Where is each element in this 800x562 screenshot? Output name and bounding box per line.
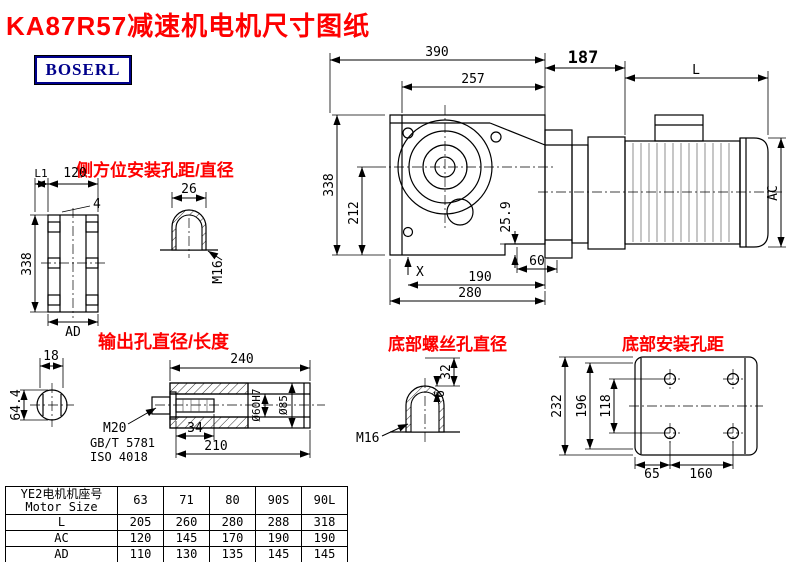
cell: 170 xyxy=(209,530,256,547)
table-row-AD: AD 110 130 135 145 145 xyxy=(5,546,348,562)
table-header-row: YE2电机机座号 Motor Size 63 71 80 90S 90L xyxy=(5,486,348,515)
dim-l1: L1 xyxy=(34,167,47,180)
dim-65: 65 xyxy=(644,467,660,482)
dim-base-width: 280 xyxy=(458,286,481,301)
dim-flange-width: 187 xyxy=(568,48,599,68)
standard-iso: ISO 4018 xyxy=(90,450,148,464)
dim-bore: Ø60H7 xyxy=(250,388,263,421)
side-mount-drawing: L1 120 4 338 AD 26 M16 xyxy=(20,166,226,340)
motor-size-table: YE2电机机座号 Motor Size 63 71 80 90S 90L L 2… xyxy=(5,486,348,562)
standard-gb: GB/T 5781 xyxy=(90,436,155,450)
cell: 280 xyxy=(209,514,256,531)
dim-240: 240 xyxy=(230,352,253,367)
dim-232: 232 xyxy=(550,394,565,417)
dim-m16-side: M16 xyxy=(211,260,226,283)
bolt-shank xyxy=(175,398,215,413)
bottom-screw-drawing: 32 6 M16 xyxy=(356,357,460,446)
dim-120: 120 xyxy=(63,166,86,181)
table-header-en: Motor Size xyxy=(25,499,98,514)
label-bottom-screw: 底部螺丝孔直径 xyxy=(388,335,507,354)
dim-210: 210 xyxy=(204,439,227,454)
washer xyxy=(169,391,177,420)
table-row-L: L 205 260 280 288 318 xyxy=(5,514,348,531)
cell: 318 xyxy=(301,514,348,531)
gearbox-outline xyxy=(376,105,555,256)
hollow-shaft-section xyxy=(151,382,325,429)
dim-top-width: 390 xyxy=(425,45,448,60)
cell: 110 xyxy=(117,546,164,562)
table-row-AC: AC 120 145 170 190 190 xyxy=(5,530,348,547)
cell: 190 xyxy=(255,530,302,547)
dim-bolt-span: 60 xyxy=(529,254,545,269)
dim-foot-span: 190 xyxy=(468,270,491,285)
cell: 130 xyxy=(163,546,210,562)
dim-6: 6 xyxy=(433,390,448,398)
dim-196: 196 xyxy=(575,394,590,417)
size-column-header: 63 xyxy=(117,486,164,515)
shaft-end-view xyxy=(30,383,74,427)
cell: 205 xyxy=(117,514,164,531)
dim-motor-diameter: AC xyxy=(766,185,781,201)
cell: 145 xyxy=(301,546,348,562)
bottom-body xyxy=(629,356,763,456)
ref-point-x: X xyxy=(416,265,424,280)
dim-key-height: 64.4 xyxy=(9,389,24,420)
label-side-mount: 侧方位安装孔距/直径 xyxy=(76,161,234,180)
cell: 190 xyxy=(301,530,348,547)
brand-logo: BOSERL xyxy=(35,56,131,84)
fan-cover xyxy=(739,137,769,248)
dim-inner-width: 257 xyxy=(461,72,484,87)
cell: 145 xyxy=(163,530,210,547)
label-output: 输出孔直径/长度 xyxy=(98,332,230,352)
size-column-header: 71 xyxy=(163,486,210,515)
dim-338-side: 338 xyxy=(20,252,35,275)
main-assembly-drawing: 390 257 187 L 338 212 25.9 X 60 190 280 … xyxy=(322,45,786,305)
dim-118: 118 xyxy=(599,394,614,417)
cell: 288 xyxy=(255,514,302,531)
motor-fins xyxy=(632,143,730,242)
dim-32: 32 xyxy=(439,364,454,380)
dim-motor-length: L xyxy=(692,63,700,78)
row-label: AC xyxy=(5,530,118,547)
dim-foot-offset: 25.9 xyxy=(499,201,514,232)
side-body xyxy=(41,208,105,318)
mount-slot-detail xyxy=(160,209,218,258)
cell: 260 xyxy=(163,514,210,531)
dim-m16-bottom: M16 xyxy=(356,431,379,446)
dim-bolt-thread: M20 xyxy=(103,421,126,436)
cell: 145 xyxy=(255,546,302,562)
dim-34: 34 xyxy=(187,421,203,436)
screw-hole-section xyxy=(390,378,460,442)
row-label: AD xyxy=(5,546,118,562)
row-label: L xyxy=(5,514,118,531)
dim-160: 160 xyxy=(689,467,712,482)
dim-total-height: 338 xyxy=(322,173,337,196)
terminal-box xyxy=(654,114,704,142)
cell: 135 xyxy=(209,546,256,562)
dim-key-width: 18 xyxy=(43,349,59,364)
label-bottom-mount: 底部安装孔距 xyxy=(622,335,724,354)
motor-outline xyxy=(538,114,782,259)
dim-ad: AD xyxy=(65,325,81,340)
dim-hub: Ø85 xyxy=(277,395,290,415)
table-header-motor-size: YE2电机机座号 Motor Size xyxy=(5,486,118,515)
dim-4: 4 xyxy=(93,197,101,212)
cell: 120 xyxy=(117,530,164,547)
page-title: KA87R57减速机电机尺寸图纸 xyxy=(6,11,371,41)
dim-slot-width: 26 xyxy=(181,182,197,197)
size-column-header: 80 xyxy=(209,486,256,515)
dim-axis-height: 212 xyxy=(347,201,362,224)
size-column-header: 90S xyxy=(255,486,302,515)
table-header-cn: YE2电机机座号 xyxy=(20,486,103,501)
output-shaft-drawing: 18 64.4 240 34 210 Ø60H7 Ø85 M20 GB/T 57… xyxy=(9,349,325,464)
size-column-header: 90L xyxy=(301,486,348,515)
bolt-head xyxy=(151,396,171,415)
bottom-mount-drawing: 232 196 118 65 160 xyxy=(550,356,763,482)
